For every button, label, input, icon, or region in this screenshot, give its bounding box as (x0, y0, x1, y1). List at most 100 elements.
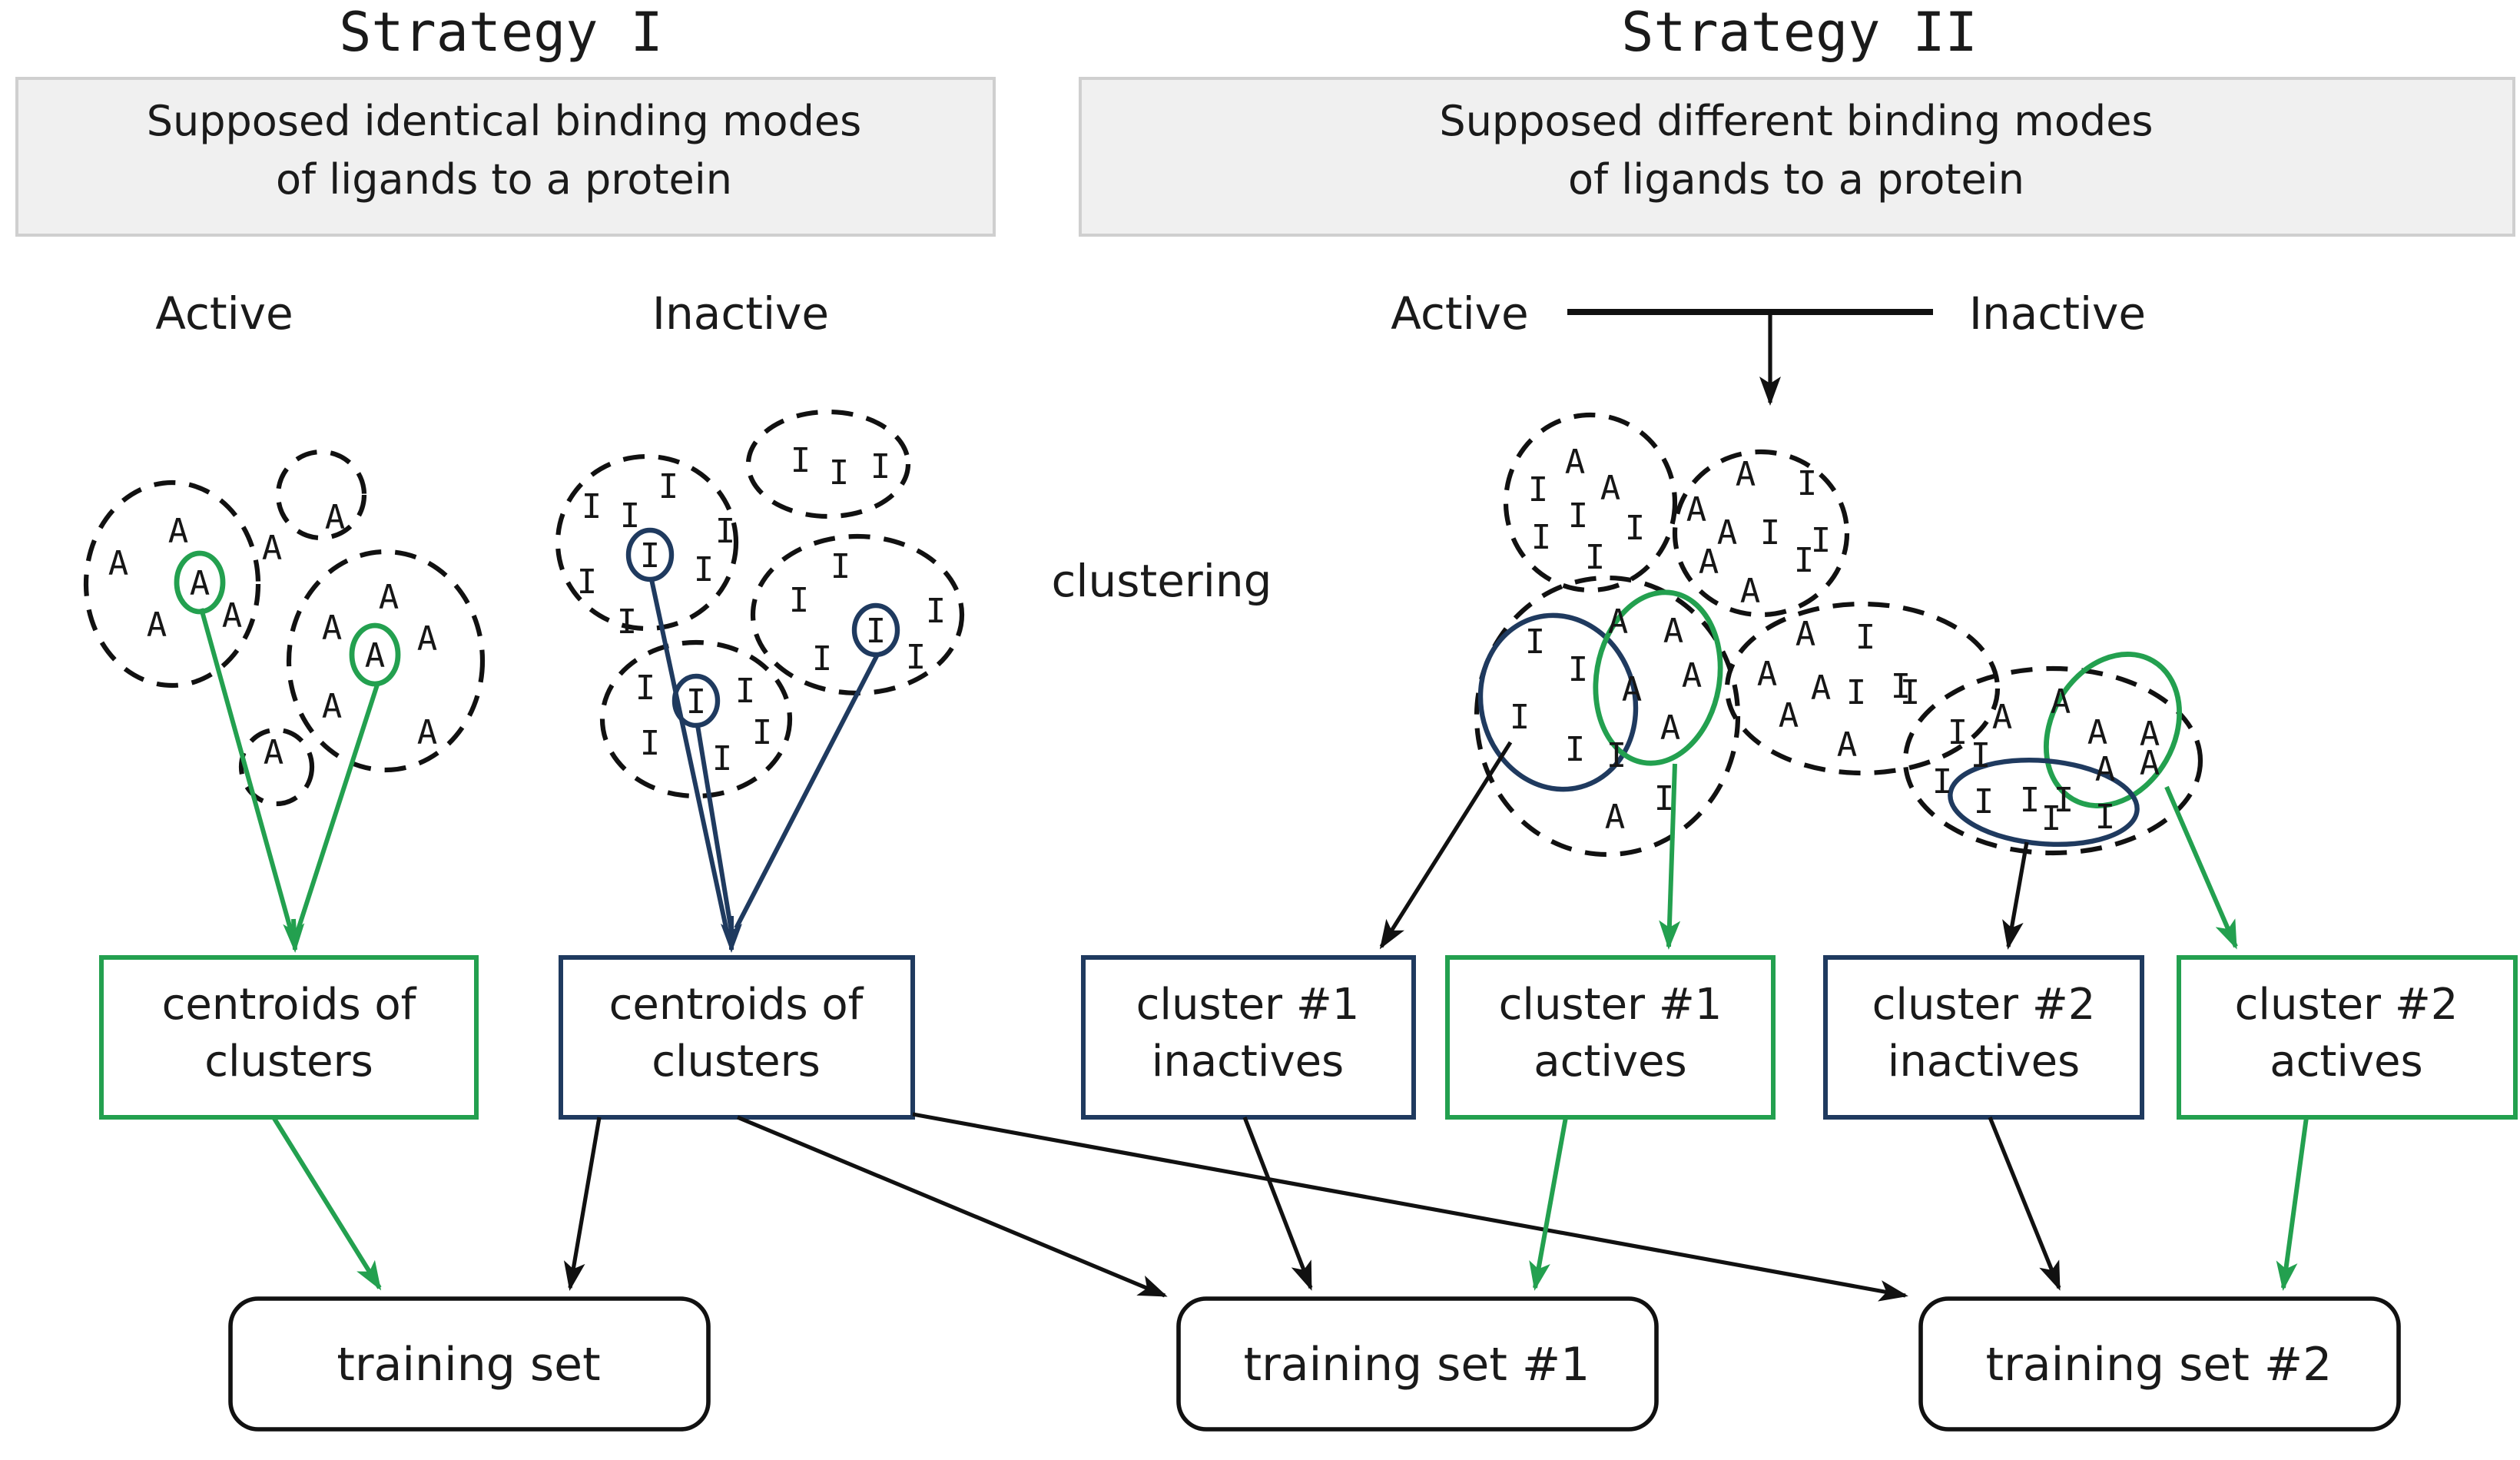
ligand-letter-I: I (2020, 781, 2041, 820)
ligand-letter-A: A (262, 529, 283, 568)
ligand-letter-A: A (325, 498, 346, 537)
cluster1-actives-box: cluster #1 actives (1445, 955, 1776, 1120)
dashed-cluster-ellipse (286, 549, 486, 773)
dashed-cluster-ellipse (238, 727, 315, 807)
dashed-cluster-ellipse (745, 409, 911, 519)
s2-inactive-label: Inactive (1969, 287, 2146, 340)
ligand-letter-A: A (264, 733, 284, 772)
cluster2-inactives-line2: inactives (1888, 1037, 2080, 1087)
clustering-label: clustering (1052, 555, 1272, 607)
training-set-box: training set (228, 1296, 711, 1432)
dashed-cluster-ellipse (555, 453, 739, 632)
strategy1-title: Strategy I (339, 1, 662, 64)
ligand-letter-A: A (2087, 713, 2108, 752)
ligand-letter-A: A (147, 606, 167, 645)
dashed-cluster-ellipse (599, 639, 793, 799)
ligand-letter-A: A (1757, 655, 1778, 694)
ligand-letter-A: A (1605, 798, 1626, 837)
ligand-letter-I: I (1606, 736, 1627, 775)
ligand-letter-I: I (1811, 521, 1832, 560)
cluster-to-box-arrows (199, 579, 2238, 953)
ligand-letter-I: I (1528, 470, 1549, 509)
ligand-letter-A: A (1837, 725, 1858, 765)
cluster2-actives-box: cluster #2 actives (2177, 955, 2518, 1120)
ligand-letter-I: I (1525, 622, 1546, 662)
ligand-letter-A: A (417, 713, 438, 752)
ligand-letter-A: A (1736, 455, 1756, 494)
ligand-letter-I: I (1531, 518, 1552, 557)
ligand-letter-I: I (1568, 650, 1589, 689)
ligand-letter-A: A (168, 512, 189, 551)
ligand-letter-I: I (1932, 762, 1953, 801)
ligand-letter-I: I (686, 682, 707, 722)
ligand-letter-I: I (831, 547, 851, 586)
green-centroids-line1: centroids of (162, 980, 417, 1030)
cluster2-actives-line1: cluster #2 (2235, 980, 2459, 1030)
ligand-letter-I: I (870, 447, 891, 486)
dashed-cluster-ellipse (83, 479, 261, 689)
dashed-cluster-ellipse (1672, 449, 1850, 618)
cluster1-actives-line2: actives (1534, 1037, 1686, 1087)
ligand-letter-A: A (1796, 615, 1816, 654)
ligand-letter-A: A (1600, 469, 1621, 508)
ligand-letter-I: I (582, 487, 602, 526)
dashed-cluster1-ellipse (1474, 575, 1741, 858)
ligand-letter-I: I (789, 581, 810, 620)
ligand-letter-I: I (2095, 798, 2116, 837)
ligand-letter-A: A (2140, 744, 2160, 783)
cluster1-inactives-line2: inactives (1152, 1037, 1344, 1087)
dashed-cluster-ellipse (1724, 601, 2001, 776)
s2-split-tree (1567, 309, 1933, 406)
ligand-letter-I: I (1565, 730, 1586, 769)
ligand-letter-I: I (617, 602, 638, 642)
ligand-letter-I: I (1510, 698, 1530, 737)
ligand-letter-I: I (1900, 673, 1921, 712)
ligand-letter-I: I (2041, 799, 2062, 838)
ligand-letter-I: I (1625, 509, 1646, 548)
cluster1-actives-line1: cluster #1 (1499, 980, 1723, 1030)
ligand-letter-I: I (1568, 496, 1589, 536)
dashed-cluster-ellipse (1503, 412, 1678, 593)
ligand-letter-A: A (1811, 669, 1832, 708)
ligand-letter-I: I (635, 669, 656, 708)
training-set2-label: training set #2 (1986, 1338, 2333, 1392)
ligand-letter-A: A (1622, 670, 1643, 709)
dashed-cluster2-ellipse (1902, 665, 2203, 856)
cluster1-inactives-ellipse (1477, 612, 1639, 792)
ligand-letter-A: A (1660, 708, 1681, 748)
ligand-letter-I: I (791, 441, 811, 480)
ligand-letter-A: A (322, 609, 343, 648)
strategy1-banner: Supposed identical binding modes of liga… (15, 77, 996, 237)
strategy2-title: Strategy II (1621, 1, 1978, 64)
s1-active-label: Active (155, 287, 293, 340)
centroid-highlight-circle-green (349, 622, 401, 687)
green-centroids-box: centroids of clusters (99, 955, 479, 1120)
ligand-letter-I: I (906, 638, 927, 677)
ligand-letter-I: I (735, 672, 756, 711)
ligand-letter-A: A (1699, 543, 1719, 582)
ligand-letter-I: I (1760, 513, 1781, 552)
ligand-letter-I: I (1794, 541, 1815, 580)
ligand-letter-A: A (322, 687, 343, 726)
strategy2-banner-line2: of ligands to a protein (1568, 155, 2024, 204)
ligand-letter-A: A (1992, 698, 2013, 737)
training-set2-box: training set #2 (1918, 1296, 2401, 1432)
cluster2-actives-line2: actives (2270, 1037, 2422, 1087)
ligand-letter-A: A (190, 564, 211, 603)
ligand-letter-I: I (829, 453, 850, 493)
ligand-letter-I: I (1846, 673, 1867, 712)
s2-cluster-group (1474, 412, 2203, 858)
ligand-letter-I: I (1855, 618, 1876, 657)
ligand-letter-A: A (365, 636, 386, 675)
ligand-letter-I: I (658, 467, 679, 506)
green-centroids-line2: clusters (204, 1037, 373, 1087)
ligand-letter-A: A (379, 578, 400, 617)
cluster1-actives-ellipse (1593, 589, 1723, 766)
navy-centroids-line1: centroids of (609, 980, 864, 1030)
training-set1-box: training set #1 (1176, 1296, 1659, 1432)
ligand-letter-I: I (926, 592, 947, 631)
box-to-training-arrows (271, 1112, 2309, 1302)
training-set-label: training set (337, 1338, 600, 1392)
ligand-letter-A: A (1565, 443, 1586, 482)
